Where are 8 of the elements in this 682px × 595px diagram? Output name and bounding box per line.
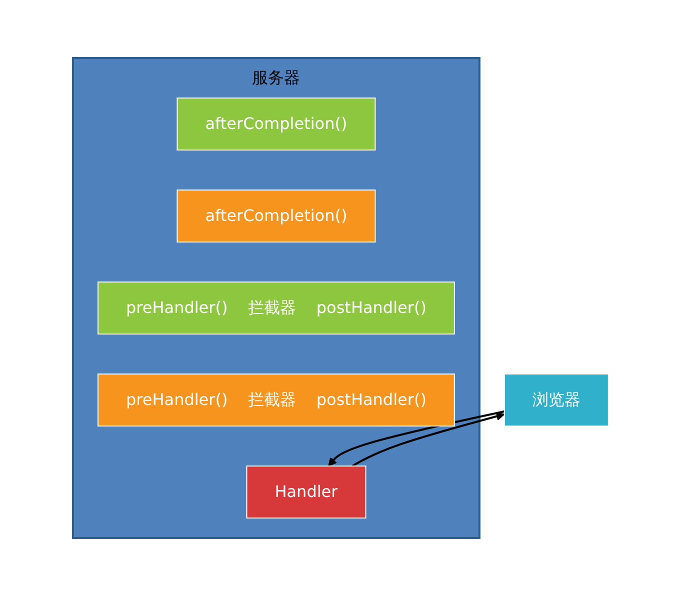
node-box: afterCompletion() bbox=[177, 189, 376, 242]
arrow bbox=[352, 412, 506, 466]
node-box: preHandler() 拦截器 postHandler() bbox=[98, 281, 456, 334]
node-box: Handler bbox=[246, 465, 366, 518]
arrow bbox=[328, 410, 505, 466]
node-box: preHandler() 拦截器 postHandler() bbox=[98, 373, 456, 426]
node-box: 浏览器 bbox=[504, 373, 610, 426]
node-box: afterCompletion() bbox=[177, 97, 376, 150]
